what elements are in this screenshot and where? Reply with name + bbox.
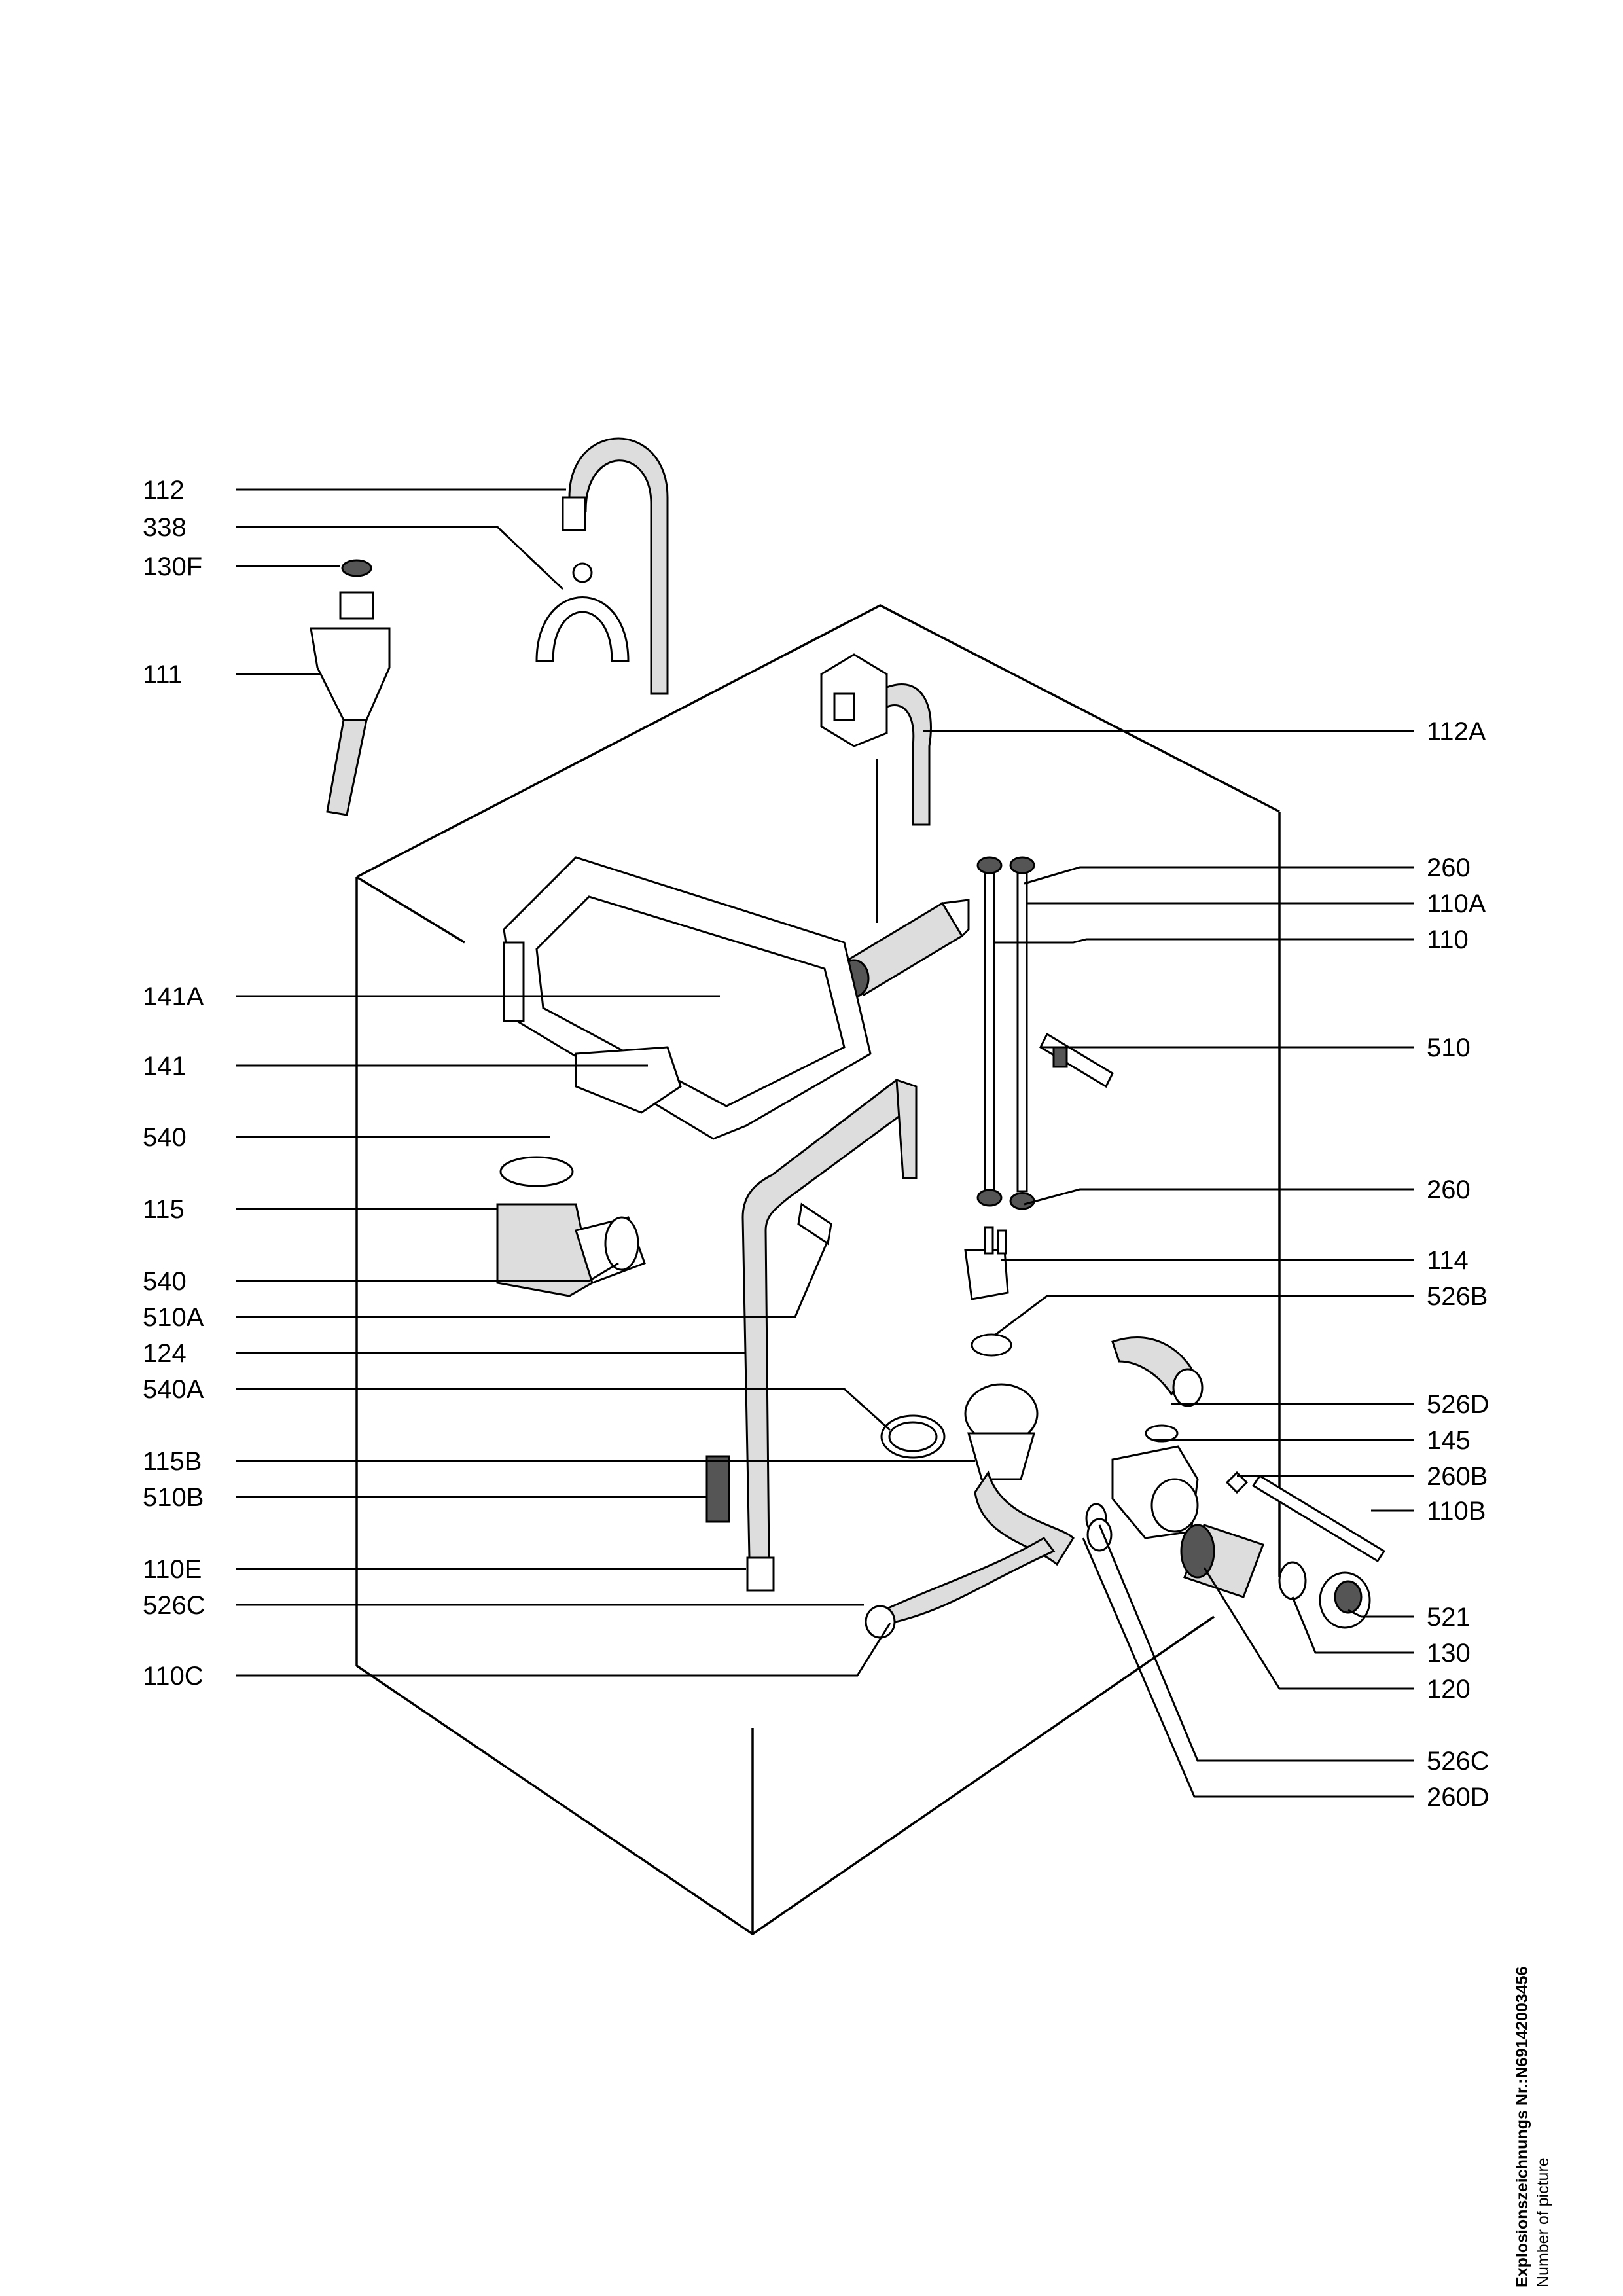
label-526C-right: 526C	[1427, 1747, 1489, 1776]
label-141A: 141A	[143, 982, 204, 1011]
label-110B: 110B	[1427, 1497, 1486, 1526]
cabinet-outline	[355, 604, 1281, 1936]
label-130F: 130F	[143, 552, 202, 581]
bellows-115	[496, 1156, 646, 1297]
label-526C-left: 526C	[143, 1591, 205, 1620]
label-540-bottom: 540	[143, 1267, 187, 1296]
label-110C: 110C	[143, 1662, 204, 1691]
cap-521	[1319, 1571, 1371, 1629]
label-260-top: 260	[1427, 853, 1471, 882]
label-112A: 112A	[1427, 717, 1486, 746]
label-540-top: 540	[143, 1123, 187, 1152]
pressure-switch-114	[964, 1226, 1009, 1300]
label-260B: 260B	[1427, 1462, 1488, 1491]
hose-526D	[1111, 1336, 1204, 1443]
rod-110B	[1251, 1474, 1386, 1563]
caption-drawing-number: Explosionszeichnungs Nr.:N69142003456	[1513, 1966, 1531, 2288]
label-510: 510	[1427, 1033, 1471, 1062]
clip-510	[1039, 1032, 1114, 1088]
hoses-110-110A	[976, 856, 1035, 1210]
ring-130	[1278, 1561, 1307, 1600]
hose-124	[741, 1078, 918, 1559]
right-labels: 112A 260 110A 110 510 260 114 526B 526D …	[1427, 717, 1489, 1812]
label-510A: 510A	[143, 1303, 204, 1332]
label-141: 141	[143, 1052, 187, 1081]
label-145: 145	[1427, 1426, 1471, 1455]
picture-number-caption: Explosionszeichnungs Nr.:N69142003456 Nu…	[1512, 1633, 1571, 2288]
filter-120	[1180, 1524, 1264, 1598]
label-112: 112	[143, 476, 185, 505]
label-526B: 526B	[1427, 1282, 1488, 1311]
label-110: 110	[1427, 925, 1469, 954]
label-114: 114	[1427, 1246, 1469, 1275]
inlet-hose-112	[562, 437, 669, 695]
label-130: 130	[1427, 1639, 1471, 1668]
label-111: 111	[143, 660, 183, 689]
label-260-bottom: 260	[1427, 1175, 1471, 1204]
label-124: 124	[143, 1339, 187, 1368]
sump-145	[865, 1383, 1075, 1639]
hose-112A	[820, 653, 932, 826]
right-leader-lines	[923, 730, 1414, 1798]
bellows-hose	[838, 759, 970, 998]
part-115B	[705, 1455, 730, 1523]
ring-526B	[971, 1333, 1012, 1357]
hose-bracket-338	[535, 562, 630, 662]
pump-145	[1085, 1445, 1249, 1552]
label-110A: 110A	[1427, 889, 1486, 918]
left-labels: 112 338 130F 111 141A 141 540 115 540 51…	[143, 476, 205, 1691]
inlet-valve-111	[310, 559, 391, 816]
label-526D: 526D	[1427, 1390, 1489, 1419]
label-115: 115	[143, 1195, 185, 1224]
label-120: 120	[1427, 1675, 1471, 1704]
clamp-540A	[880, 1414, 946, 1459]
left-leader-lines	[236, 488, 975, 1677]
fitting-110E	[746, 1556, 775, 1592]
label-260D: 260D	[1427, 1783, 1489, 1812]
caption-subtitle: Number of picture	[1534, 2157, 1552, 2287]
label-540A: 540A	[143, 1375, 204, 1404]
label-115B: 115B	[143, 1447, 202, 1476]
label-521: 521	[1427, 1603, 1471, 1632]
label-510B: 510B	[143, 1483, 204, 1512]
label-338: 338	[143, 513, 187, 542]
label-110E: 110E	[143, 1555, 202, 1584]
detergent-dispenser-141	[503, 856, 872, 1140]
